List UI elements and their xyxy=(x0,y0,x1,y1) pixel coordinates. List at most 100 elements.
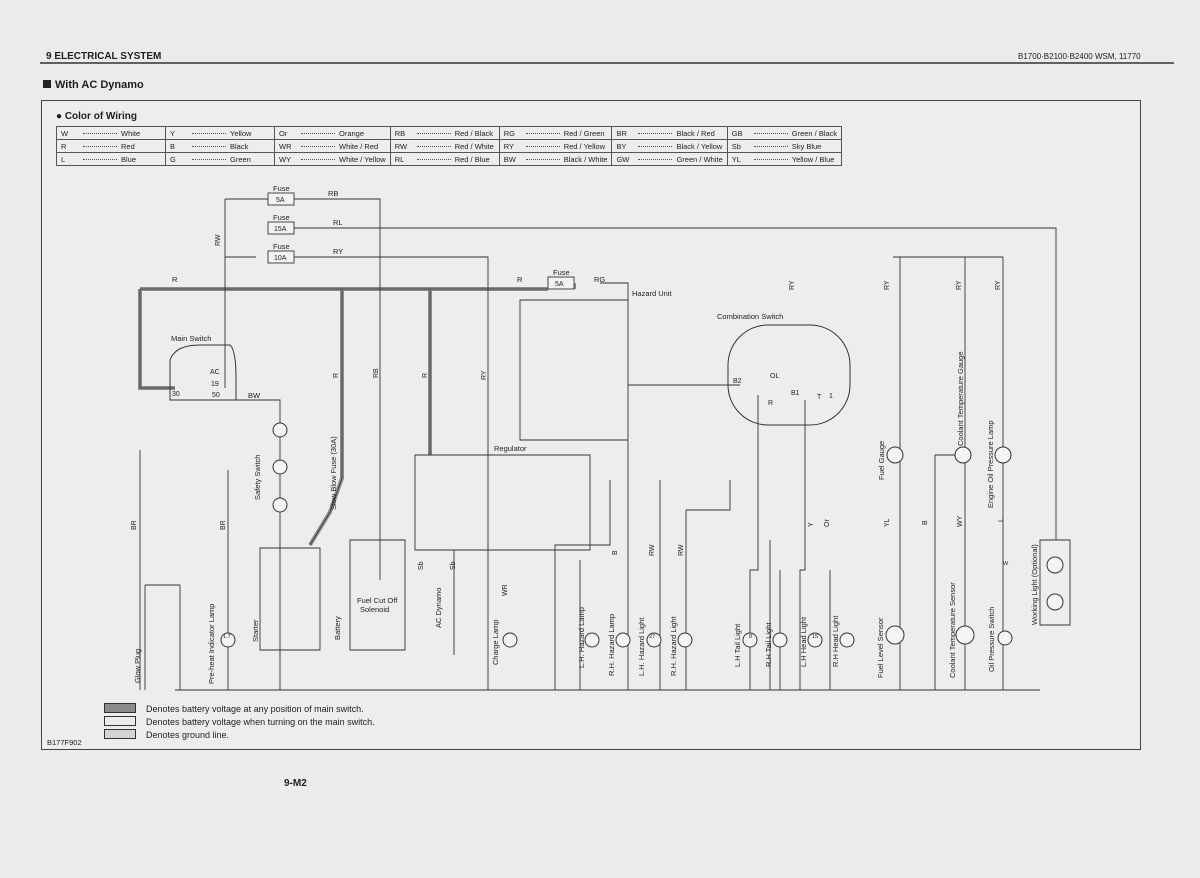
lamp-w15: 15 xyxy=(812,634,818,640)
wire-dots xyxy=(753,158,788,160)
fuse-10a: 10A xyxy=(274,255,287,262)
wire-code: YL xyxy=(731,154,741,164)
wire-color-name: Red / Blue xyxy=(454,154,490,164)
oil-pressure-switch-label: Oil Pressure Switch xyxy=(987,607,996,672)
fuse-5a-hazard: 5A xyxy=(555,281,564,288)
preheat-lamp-label: Pre-heat Indicator Lamp xyxy=(207,604,216,684)
wire-code: B xyxy=(170,141,176,151)
wire-r-2: R xyxy=(517,275,523,284)
wire-r-4: R xyxy=(422,373,429,378)
wire-r-3: R xyxy=(333,373,340,378)
wire-dots xyxy=(301,158,335,160)
term-19: 19 xyxy=(211,381,219,388)
wire-dots xyxy=(192,158,226,160)
thin-wires xyxy=(139,198,1071,691)
fuel-level-sensor-label: Fuel Level Sensor xyxy=(876,617,885,678)
term-b2: B2 xyxy=(733,378,742,385)
legend-ground: Denotes ground line. xyxy=(104,729,229,740)
wiring-cell: GW Green / White xyxy=(611,152,728,166)
wire-code: L xyxy=(61,154,66,164)
fuse-label-1: Fuse xyxy=(273,184,290,193)
legend-swatch-always-on xyxy=(104,703,136,713)
wire-bw: BW xyxy=(248,391,261,400)
lh-head-light-label: L.H Head Light xyxy=(799,616,808,667)
rh-hazard-lamp-label: R.H. Hazard Lamp xyxy=(607,614,616,676)
wire-rg: RG xyxy=(594,275,605,284)
wire-code: GW xyxy=(616,154,630,164)
wire-code: RW xyxy=(394,141,408,151)
wire-yl: YL xyxy=(884,518,891,527)
fuel-gauge-label: Fuel Gauge xyxy=(877,441,886,480)
fuse-label-3: Fuse xyxy=(273,242,290,251)
wire-dots xyxy=(301,132,335,134)
wire-rb: RB xyxy=(328,189,338,198)
wire-dots xyxy=(638,145,673,147)
wire-code: RG xyxy=(503,128,515,138)
wire-code: Sb xyxy=(731,141,741,151)
wire-color-name: Red xyxy=(121,141,135,151)
wire-ry-6: RY xyxy=(995,280,1002,290)
wire-code: WY xyxy=(279,154,292,164)
wire-color-name: White / Yellow xyxy=(339,154,386,164)
wire-color-name: Green / White xyxy=(676,154,723,164)
wire-code: R xyxy=(61,141,67,151)
wire-rb-2: RB xyxy=(373,368,380,378)
wire-br-1: BR xyxy=(131,520,138,530)
regulator-label: Regulator xyxy=(494,444,527,453)
wiring-cell: WY White / Yellow xyxy=(274,152,391,166)
wire-code: W xyxy=(61,128,69,138)
wire-color-name: Red / Black xyxy=(454,128,494,138)
term-1: 1 xyxy=(829,393,833,400)
wire-ry: RY xyxy=(333,247,343,256)
wire-dots xyxy=(525,145,560,147)
term-50: 50 xyxy=(212,392,220,399)
wire-color-name: Red / Green xyxy=(563,128,605,138)
subtitle: With AC Dynamo xyxy=(43,79,144,91)
wire-dots xyxy=(83,132,117,134)
slow-blow-fuse-label: Slow Blow Fuse (30A) xyxy=(329,436,338,510)
wire-code: RL xyxy=(394,154,405,164)
wire-b-2: B xyxy=(922,520,929,525)
term-ac: AC xyxy=(210,369,220,376)
rh-hazard-light-label: R.H. Hazard Light xyxy=(669,615,678,676)
main-switch-label: Main Switch xyxy=(171,334,211,343)
wire-l: L xyxy=(998,518,1005,522)
w-label: W xyxy=(1003,561,1009,567)
wire-or: Or xyxy=(824,519,831,527)
wire-color-name: Blue xyxy=(121,154,137,164)
term-b1: B1 xyxy=(791,390,800,397)
glow-plug-label: Glow Plug xyxy=(133,649,142,683)
wire-code: WR xyxy=(279,141,292,151)
charge-lamp-label: Charge Lamp xyxy=(491,620,500,665)
legend-always-on: Denotes battery voltage at any position … xyxy=(104,703,364,714)
working-light-label: Working Light (Optional) xyxy=(1030,544,1039,625)
combination-switch-body xyxy=(727,324,851,426)
combination-switch-label: Combination Switch xyxy=(717,312,783,321)
section-title: 9 ELECTRICAL SYSTEM xyxy=(46,51,162,62)
wire-dots xyxy=(416,145,451,147)
wire-wr: WR xyxy=(502,584,509,596)
wire-ry-4: RY xyxy=(884,280,891,290)
wire-rl: RL xyxy=(333,218,343,227)
wire-dots xyxy=(301,145,335,147)
wire-dots xyxy=(525,132,560,134)
wire-code: BY xyxy=(616,141,627,151)
color-of-wiring-title: ● Color of Wiring xyxy=(56,111,137,122)
wire-code: Or xyxy=(279,128,288,138)
lamp-w27: 27 xyxy=(649,634,655,640)
wire-dots xyxy=(638,158,673,160)
fuse-block xyxy=(267,192,575,290)
wire-dots xyxy=(83,145,117,147)
wire-wy: WY xyxy=(957,515,964,527)
wire-dots xyxy=(525,158,560,160)
fuse-label-2: Fuse xyxy=(273,213,290,222)
wire-b-1: B xyxy=(612,550,619,555)
wire-dots xyxy=(416,158,451,160)
wire-color-name: Sky Blue xyxy=(791,141,822,151)
